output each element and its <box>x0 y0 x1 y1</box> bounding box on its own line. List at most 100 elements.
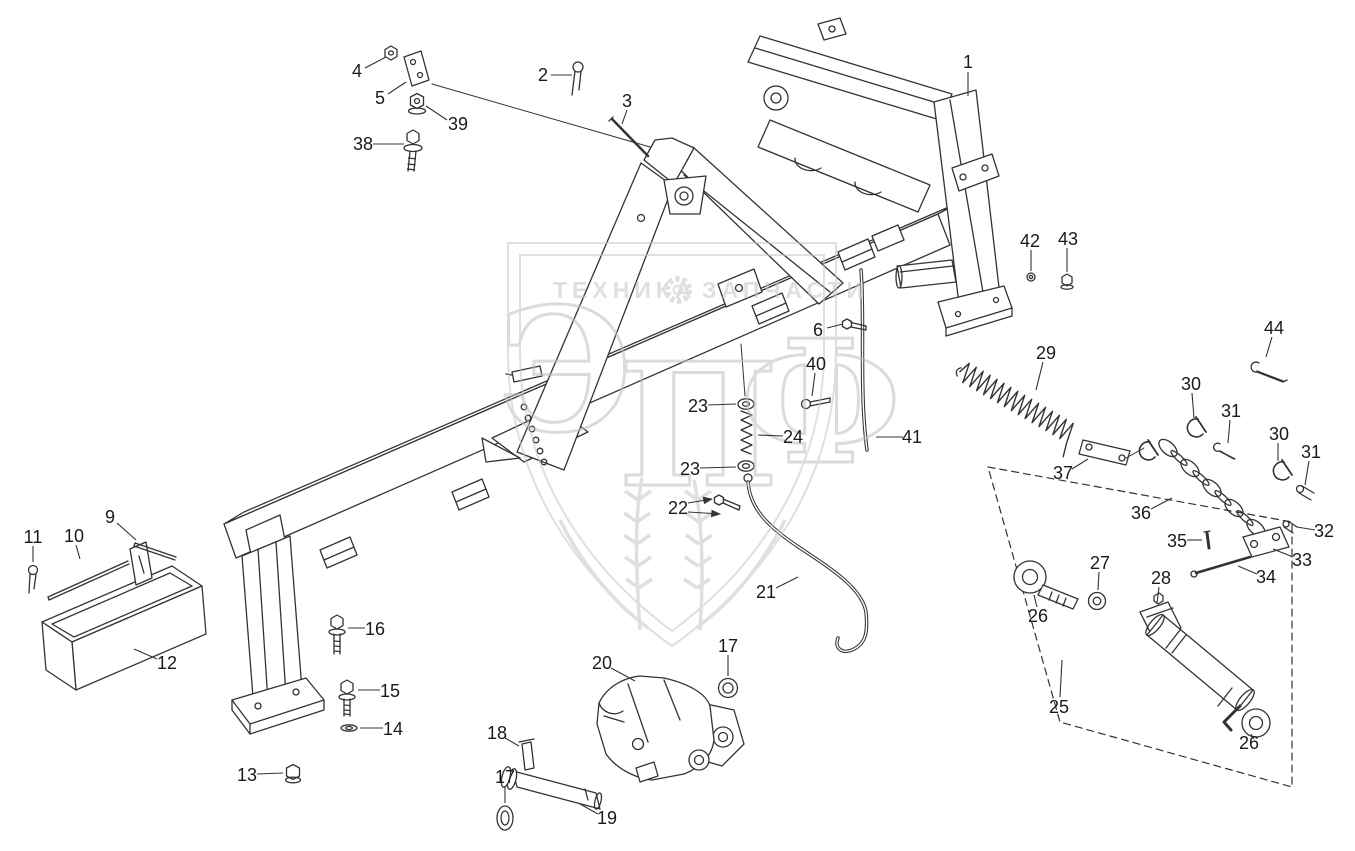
callout-label: 23 <box>688 396 708 416</box>
callout-leader <box>364 56 387 69</box>
callout-leader <box>1150 497 1173 510</box>
callout-label: 44 <box>1264 318 1284 338</box>
callout-label: 34 <box>1256 567 1276 587</box>
wheat-emblem <box>558 477 787 631</box>
callout-label: 4 <box>352 61 362 81</box>
part-detail-box <box>987 466 1293 788</box>
callout-label: 14 <box>383 719 403 739</box>
callout-leader <box>1272 548 1294 558</box>
callout-label: 24 <box>783 427 803 447</box>
part-spring-stack <box>713 268 763 511</box>
callout-leader <box>811 372 816 397</box>
part-tension-spring <box>955 362 1145 466</box>
callout-label: 17 <box>495 767 515 787</box>
watermark-shield-inner <box>519 254 825 633</box>
callout-leader <box>1304 460 1310 486</box>
callout-label: 40 <box>806 354 826 374</box>
callout-label: 2 <box>538 65 548 85</box>
callout-leader <box>1191 392 1195 419</box>
part-stand <box>231 535 325 735</box>
callout-label: 6 <box>813 320 823 340</box>
callout-label: 36 <box>1131 503 1151 523</box>
callout-leader <box>699 466 737 469</box>
callout-label: 5 <box>375 88 385 108</box>
callout-label: 29 <box>1036 343 1056 363</box>
part-pins-top <box>571 61 650 158</box>
callout-label: 30 <box>1269 424 1289 444</box>
callout-label: 27 <box>1090 553 1110 573</box>
part-clevis-bracket <box>596 675 745 783</box>
callout-leader <box>707 403 737 406</box>
callout-leader <box>1097 571 1100 591</box>
part-beam-straps <box>319 224 905 569</box>
drawing-layer <box>27 17 1315 831</box>
callout-leader <box>116 522 137 541</box>
callout-leader <box>1035 361 1044 391</box>
callout-label: 21 <box>756 582 776 602</box>
part-turnbuckle <box>1013 560 1271 738</box>
callout-label: 37 <box>1053 463 1073 483</box>
callout-label: 31 <box>1301 442 1321 462</box>
callout-leader <box>1227 419 1231 444</box>
callout-label: 1 <box>963 52 973 72</box>
watermark-letter-2: П <box>618 326 779 526</box>
callout-label: 26 <box>1028 606 1048 626</box>
callout-leader <box>1250 733 1255 740</box>
callout-label: 31 <box>1221 401 1241 421</box>
watermark-letter-1: Э <box>498 271 633 471</box>
callout-leader <box>687 496 714 505</box>
callout-leader <box>1059 659 1063 698</box>
callout-label: 3 <box>622 91 632 111</box>
watermark-shield-outer <box>507 242 837 648</box>
callout-label: 9 <box>105 507 115 527</box>
part-chain-assembly <box>1138 416 1315 578</box>
callout-label: 17 <box>718 636 738 656</box>
part-support-weldment <box>747 17 1013 337</box>
part-stand-fasteners <box>284 614 358 784</box>
part-small-rods <box>27 542 177 601</box>
watermark: ТЕХНИКА ЗАПЧАСТИ Э П Ф <box>497 242 903 648</box>
callout-leader <box>826 323 844 329</box>
callout-leader <box>775 576 799 589</box>
callout-leader <box>1033 594 1038 608</box>
callout-label: 13 <box>237 765 257 785</box>
callout-leader <box>1156 586 1160 604</box>
callout-leader <box>387 81 407 95</box>
callout-leader <box>687 509 722 518</box>
callout-label: 26 <box>1239 733 1259 753</box>
callout-label: 35 <box>1167 531 1187 551</box>
part-fasteners-topleft <box>384 45 651 172</box>
callout-leader <box>621 109 628 125</box>
callout-leader <box>256 772 284 775</box>
callout-leader <box>133 648 158 660</box>
callout-leader <box>757 434 784 437</box>
callout-label: 23 <box>680 459 700 479</box>
callout-label: 12 <box>157 653 177 673</box>
watermark-letter-3: Ф <box>740 303 901 503</box>
callout-leader <box>1296 526 1316 531</box>
callout-label: 25 <box>1049 697 1069 717</box>
callout-leader <box>1237 565 1258 575</box>
callout-label: 42 <box>1020 231 1040 251</box>
callout-leader <box>75 544 81 560</box>
callout-label: 41 <box>902 427 922 447</box>
callout-label: 22 <box>668 498 688 518</box>
callout-label: 39 <box>448 114 468 134</box>
callout-label: 32 <box>1314 521 1334 541</box>
part-tray <box>41 541 207 691</box>
callout-leader <box>425 105 448 121</box>
callout-label: 16 <box>365 619 385 639</box>
callout-label: 28 <box>1151 568 1171 588</box>
callout-label: 38 <box>353 134 373 154</box>
callout-label: 30 <box>1181 374 1201 394</box>
callout-leader <box>504 737 520 747</box>
callout-leader <box>610 667 636 682</box>
part-pin-and-rings <box>496 677 739 831</box>
callout-leader <box>579 803 599 815</box>
callout-leader <box>1071 458 1089 470</box>
gear-icon <box>664 276 692 304</box>
callout-label: 19 <box>597 808 617 828</box>
